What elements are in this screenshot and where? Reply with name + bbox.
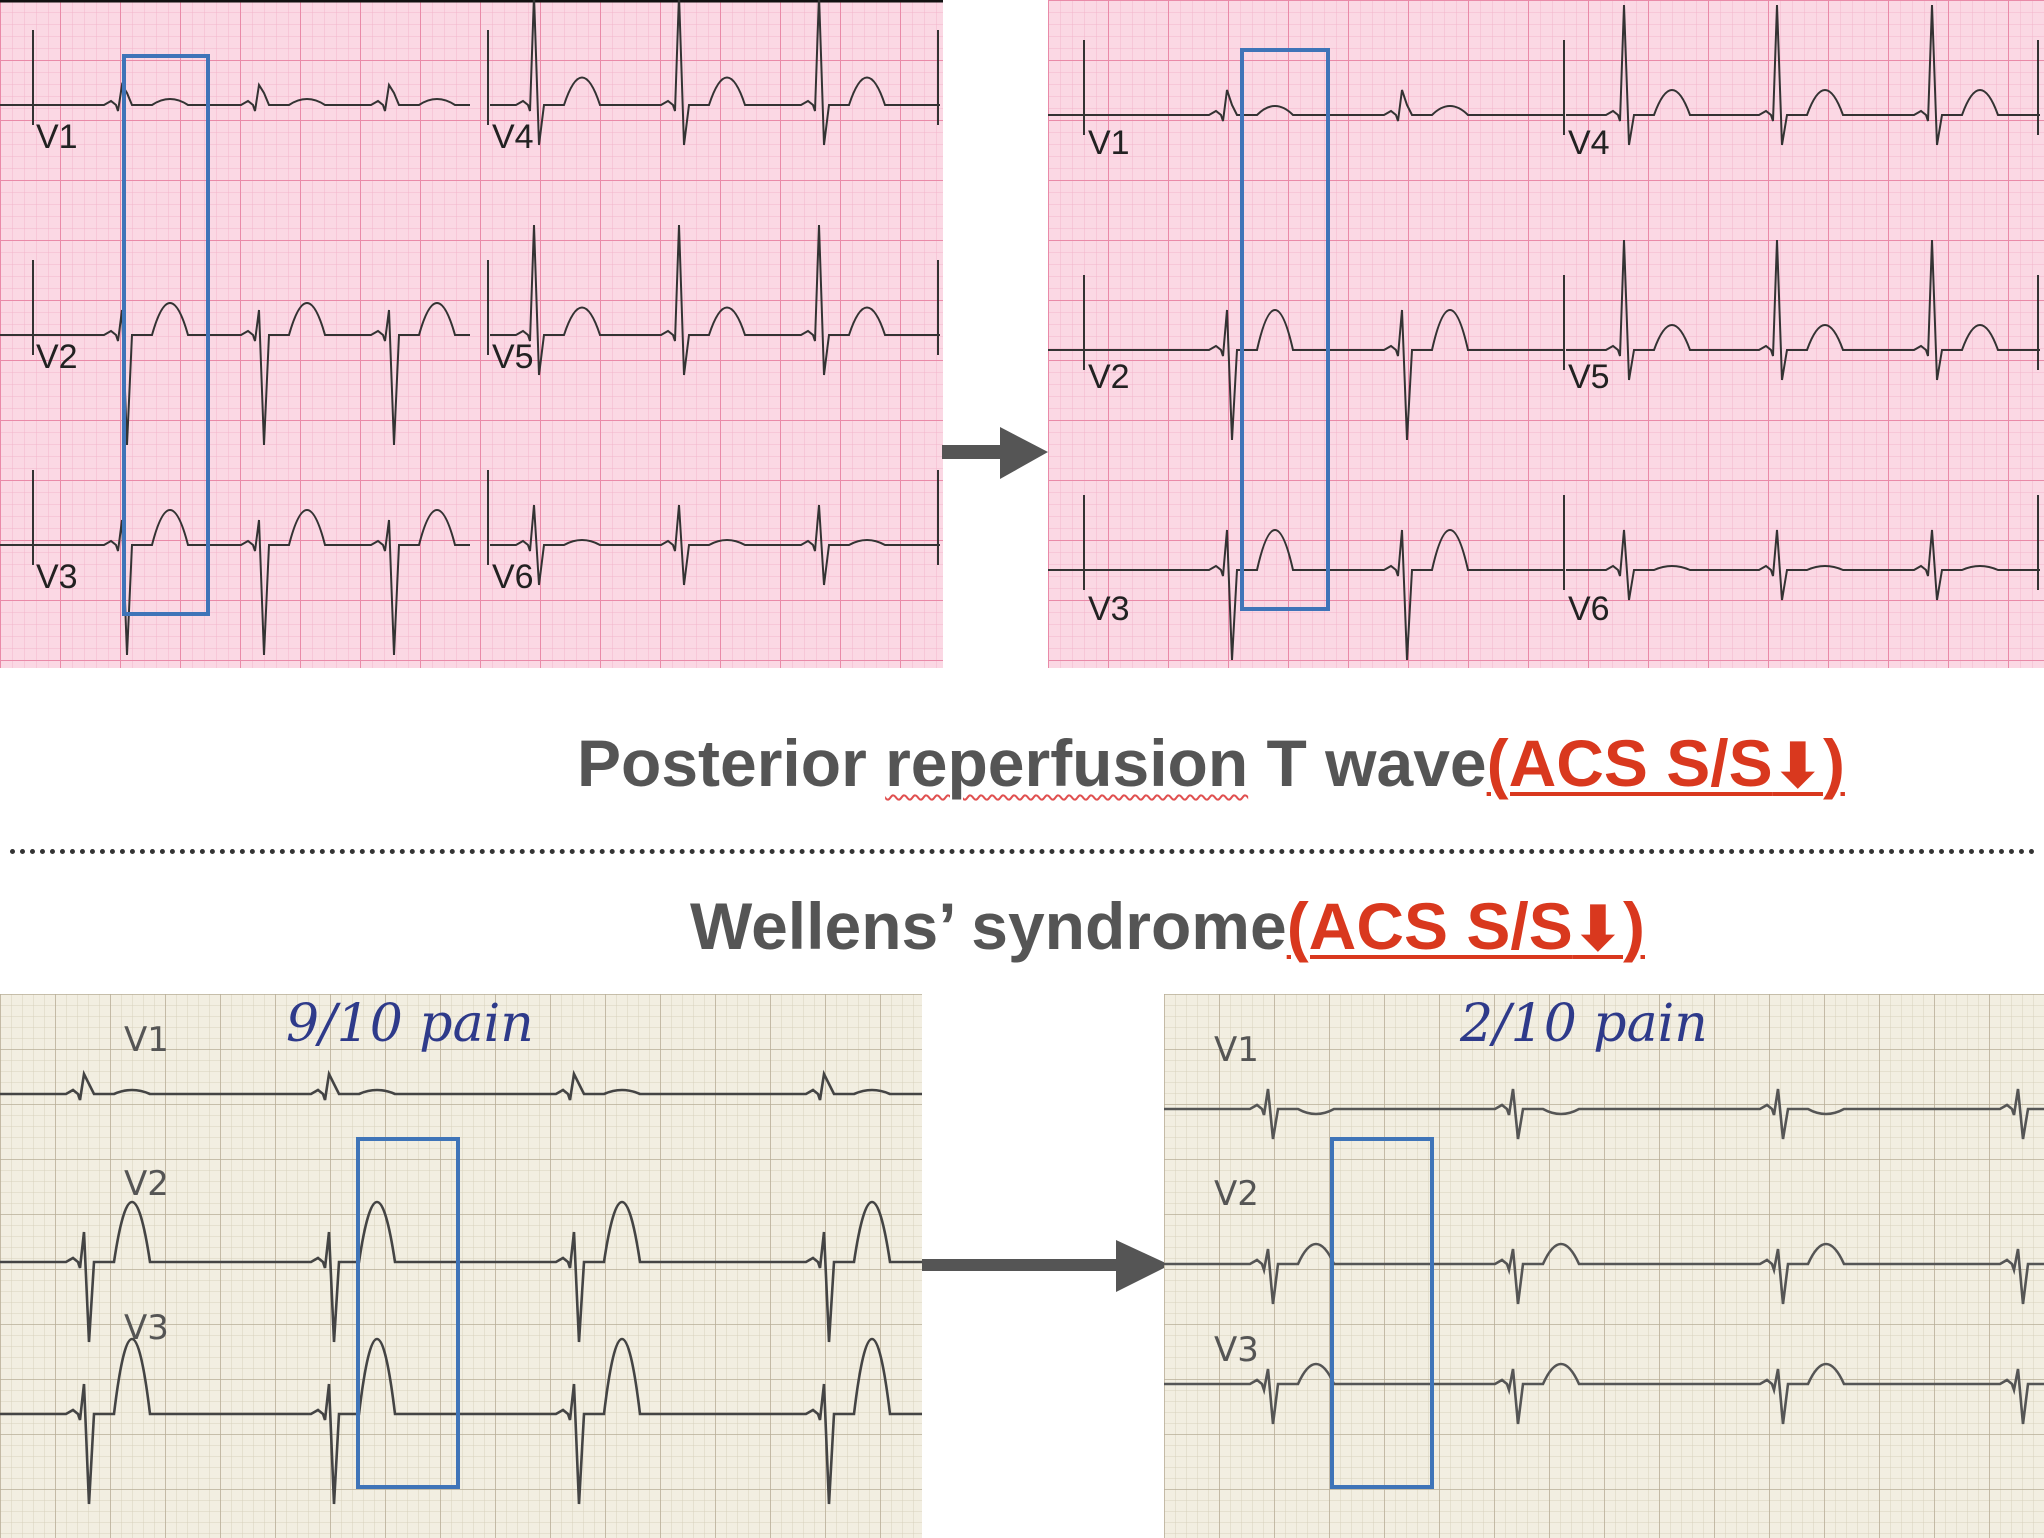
- heading-word-posterior: Posterior: [577, 726, 867, 800]
- ecg-trace: [0, 1338, 922, 1505]
- ecg-trace: [0, 1200, 922, 1343]
- lead-label-v2: V2: [124, 1164, 169, 1204]
- ecg-trace: [490, 504, 940, 586]
- lead-label-v3: V3: [36, 558, 78, 596]
- lead-label-v4: V4: [492, 118, 534, 156]
- ecg-trace: [0, 509, 470, 656]
- ecg-trace: [1048, 309, 1563, 441]
- acs-note-close: ): [1623, 889, 1645, 963]
- lead-label-v3: V3: [1088, 590, 1130, 628]
- ecg-trace: [1164, 1242, 2044, 1305]
- lead-label-v6: V6: [1568, 590, 1610, 628]
- highlight-box-top-right: [1240, 48, 1330, 611]
- lead-label-v1: V1: [1088, 124, 1130, 162]
- lead-label-v2: V2: [1088, 358, 1130, 396]
- lead-label-v1: V1: [36, 118, 78, 156]
- heading-wellens-text: Wellens’ syndrome: [690, 889, 1287, 963]
- highlight-box-bottom-left: [356, 1137, 460, 1489]
- acs-note-close: ): [1822, 726, 1845, 800]
- acs-note-wellens: (ACS S/S⬇): [1287, 889, 1645, 963]
- ecg-strip-bottom-right: [1164, 994, 2044, 1538]
- ecg-strip-top-left: [0, 0, 943, 668]
- lead-label-v1: V1: [124, 1020, 169, 1060]
- acs-note-posterior: (ACS S/S⬇): [1487, 726, 1845, 800]
- ecg-strip-bottom-left: [0, 994, 922, 1538]
- ecg-panel-top-left: V1 V2 V3 V4 V5 V6: [0, 0, 943, 668]
- acs-note-text: (ACS S/S: [1486, 726, 1773, 800]
- ecg-trace: [1048, 529, 1563, 661]
- lead-label-v2: V2: [36, 338, 78, 376]
- highlight-box-top-left: [122, 54, 210, 616]
- acs-note-text: (ACS S/S: [1286, 889, 1573, 963]
- ecg-trace: [490, 224, 940, 376]
- heading-posterior-reperfusion: Posterior reperfusion T wave(ACS S/S⬇): [577, 730, 1845, 796]
- ecg-trace: [0, 1069, 922, 1101]
- lead-label-v5: V5: [1568, 358, 1610, 396]
- down-arrow-icon: ⬇: [1572, 895, 1624, 962]
- heading-wellens-syndrome: Wellens’ syndrome(ACS S/S⬇): [690, 893, 1645, 959]
- ecg-trace: [0, 302, 470, 446]
- highlight-box-bottom-right: [1330, 1137, 1434, 1489]
- lead-label-v2: V2: [1214, 1174, 1259, 1214]
- section-divider: [10, 849, 2036, 854]
- transition-arrow-top: [942, 427, 1048, 479]
- pain-score-note: 2/10 pain: [1460, 994, 1708, 1054]
- ecg-trace: [1566, 239, 2040, 381]
- heading-rest: T wave: [1266, 726, 1487, 800]
- down-arrow-icon: ⬇: [1772, 732, 1823, 799]
- heading-word-reperfusion: reperfusion: [885, 726, 1249, 800]
- ecg-strip-top-right: [1048, 0, 2044, 668]
- ecg-trace: [1566, 4, 2040, 146]
- ecg-trace: [0, 82, 470, 112]
- ecg-panel-top-right: V1 V2 V3 V4 V5 V6: [1048, 0, 2044, 668]
- lead-label-v4: V4: [1568, 124, 1610, 162]
- ecg-trace: [1164, 1362, 2044, 1425]
- pain-score-note: 9/10 pain: [286, 994, 534, 1054]
- lead-label-v5: V5: [492, 338, 534, 376]
- lead-label-v6: V6: [492, 558, 534, 596]
- ecg-panel-bottom-left: V1 V2 V3 9/10 pain: [0, 994, 922, 1538]
- lead-label-v1: V1: [1214, 1030, 1259, 1070]
- ecg-trace: [490, 0, 940, 146]
- lead-label-v3: V3: [124, 1308, 169, 1348]
- ecg-trace: [1048, 89, 1563, 122]
- ecg-trace: [1566, 529, 2040, 601]
- lead-label-v3: V3: [1214, 1330, 1259, 1370]
- ecg-trace: [1164, 1088, 2044, 1140]
- transition-arrow-bottom: [922, 1240, 1170, 1292]
- ecg-panel-bottom-right: V1 V2 V3 2/10 pain: [1164, 994, 2044, 1538]
